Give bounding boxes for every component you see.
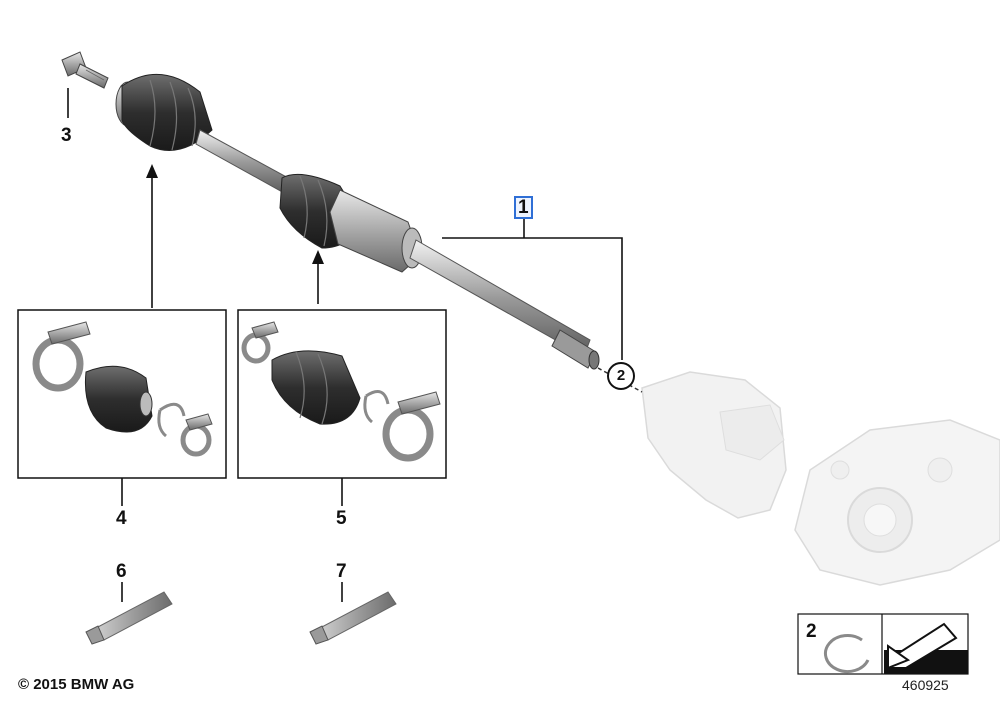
- callout-4: 4: [116, 508, 127, 529]
- connection-dashed-line: [597, 367, 643, 393]
- arrow-up-inner-joint: [312, 250, 324, 264]
- differential-housing: [641, 371, 1000, 586]
- callout-7: 7: [336, 561, 347, 582]
- copyright-notice: © 2015 BMW AG: [18, 676, 135, 693]
- diagram-number: 460925: [902, 677, 949, 693]
- outer-boot-kit-parts: [32, 321, 213, 457]
- callout-5: 5: [336, 508, 347, 529]
- bolt: [61, 51, 109, 89]
- callout-2-circle: 2: [607, 362, 635, 390]
- arrow-panel-icon: [884, 622, 968, 674]
- leader-lines: [67, 88, 623, 602]
- callout-6: 6: [116, 561, 127, 582]
- drive-shaft: [115, 73, 600, 370]
- callout-3: 3: [61, 125, 72, 146]
- arrow-up-outer-joint: [146, 164, 158, 178]
- grease-tube-7: [309, 591, 397, 645]
- callout-1[interactable]: 1: [514, 196, 533, 219]
- circlip-icon: [823, 634, 870, 674]
- legend-callout-2: 2: [806, 621, 817, 642]
- inner-boot-kit-parts: [241, 321, 441, 462]
- grease-tube-6: [85, 591, 173, 645]
